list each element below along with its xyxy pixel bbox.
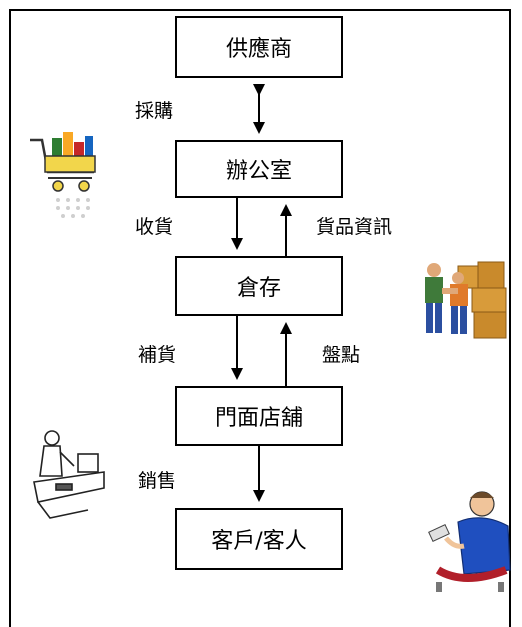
label-purchase: 採購 bbox=[135, 100, 174, 122]
label-sales: 銷售 bbox=[138, 470, 177, 492]
label-receive-goods: 收貨 bbox=[135, 216, 174, 238]
cashier-icon bbox=[33, 430, 105, 519]
shopping-cart-icon bbox=[30, 132, 96, 218]
label-stocktake: 盤點 bbox=[322, 344, 361, 366]
shopper-icon bbox=[428, 491, 511, 592]
node-warehouse: 倉存 bbox=[175, 256, 343, 316]
label-replenish: 補貨 bbox=[138, 344, 177, 366]
node-office: 辦公室 bbox=[175, 140, 343, 198]
node-store: 門面店舖 bbox=[175, 386, 343, 446]
warehouse-workers-icon bbox=[425, 261, 507, 339]
diagram-frame bbox=[9, 9, 511, 627]
node-customer: 客戶/客人 bbox=[175, 508, 343, 570]
label-goods-info: 貨品資訊 bbox=[316, 216, 393, 238]
node-supplier: 供應商 bbox=[175, 16, 343, 78]
